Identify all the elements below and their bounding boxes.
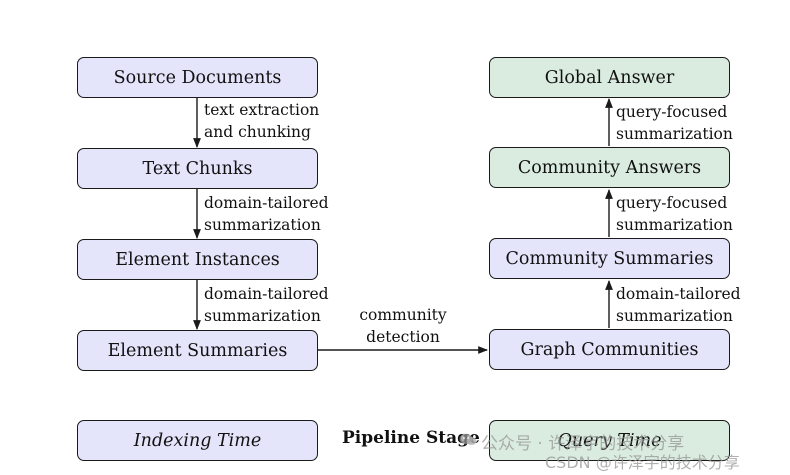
legend-query-time: Query Time <box>489 420 730 461</box>
legend-pipeline-stage: Pipeline Stage <box>342 428 480 448</box>
watermark-line-2: CSDN @许泽宇的技术分享 <box>545 453 740 472</box>
node-graph-communities: Graph Communities <box>489 329 730 370</box>
watermark-line-1: 公众号 · 许泽宇的技术分享 <box>481 434 685 454</box>
node-source-documents: Source Documents <box>77 57 318 98</box>
node-community-summaries: Community Summaries <box>489 238 730 279</box>
node-text-chunks: Text Chunks <box>77 148 318 189</box>
node-global-answer: Global Answer <box>489 57 730 98</box>
node-element-instances: Element Instances <box>77 239 318 280</box>
node-element-summaries: Element Summaries <box>77 330 318 371</box>
legend-indexing-time: Indexing Time <box>77 420 318 461</box>
node-community-answers: Community Answers <box>489 147 730 188</box>
wechat-icon <box>459 433 477 445</box>
